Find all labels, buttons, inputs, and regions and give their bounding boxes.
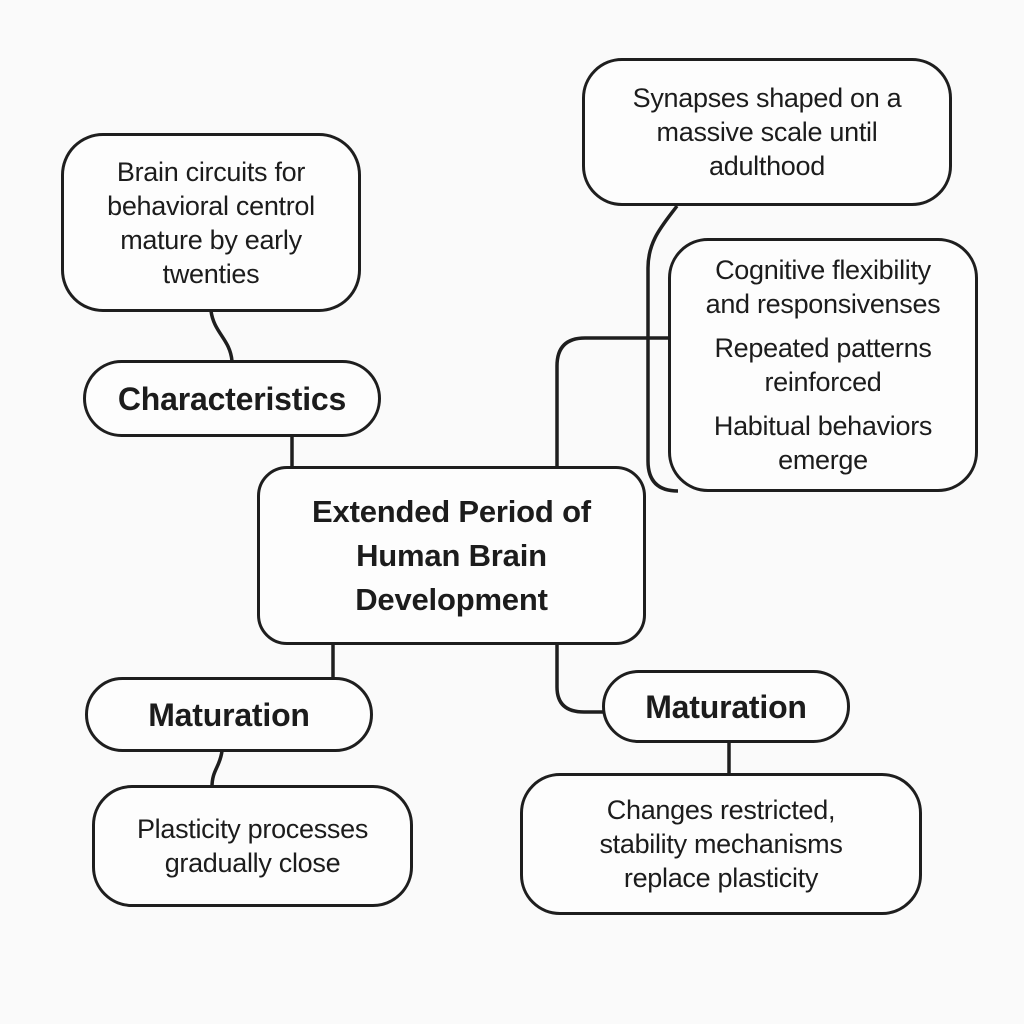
connector-synapses-to-cognitive	[646, 204, 679, 493]
node-plasticity-text: Plasticity processes gradually close	[136, 814, 369, 878]
node-cognitive-paragraph-2: Repeated patterns reinforced	[714, 333, 932, 397]
connector-brain-to-characteristics	[209, 310, 234, 362]
node-maturation-left-label: Maturation	[148, 696, 310, 733]
node-maturation-left: Maturation	[85, 677, 373, 752]
node-synapses-text: Synapses shaped on a massive scale until…	[632, 83, 902, 181]
node-plasticity: Plasticity processes gradually close	[92, 785, 413, 907]
node-brain-circuits: Brain circuits for behavioral centrol ma…	[61, 133, 361, 312]
connector-maturation-left-to-plasticity	[210, 750, 224, 788]
node-characteristics: Characteristics	[83, 360, 381, 437]
connector-center-to-maturation-right	[555, 644, 606, 714]
node-changes-restricted-text: Changes restricted, stability mechanisms…	[599, 795, 843, 893]
node-characteristics-label: Characteristics	[117, 380, 347, 417]
node-maturation-right-label: Maturation	[645, 688, 807, 725]
connector-cognitive-to-center	[555, 336, 674, 468]
node-brain-circuits-text: Brain circuits for behavioral centrol ma…	[107, 156, 315, 289]
node-changes-restricted: Changes restricted, stability mechanisms…	[520, 773, 922, 915]
node-cognitive-paragraph-3: Habitual behaviors emerge	[713, 411, 933, 475]
node-synapses: Synapses shaped on a massive scale until…	[582, 58, 952, 206]
node-cognitive-flexibility: Cognitive flexibility and responsivenses…	[668, 238, 978, 492]
node-maturation-right: Maturation	[602, 670, 850, 743]
node-central-topic: Extended Period of Human Brain Developme…	[257, 466, 646, 645]
node-cognitive-paragraph-1: Cognitive flexibility and responsivenses	[705, 255, 941, 319]
node-central-topic-title: Extended Period of Human Brain Developme…	[312, 493, 591, 617]
